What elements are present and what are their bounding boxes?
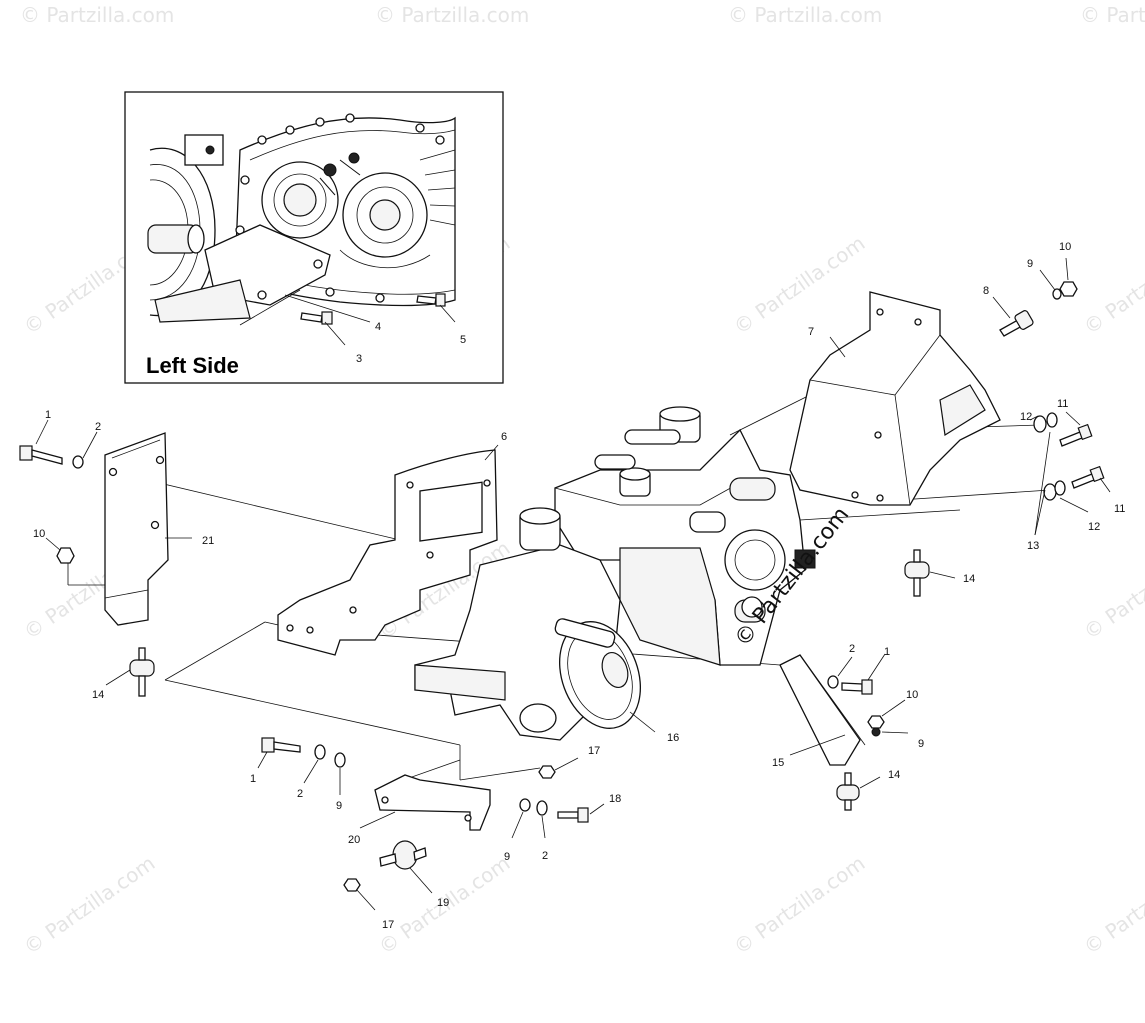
callout-12: 12 bbox=[1088, 521, 1100, 533]
callout-18: 18 bbox=[609, 793, 621, 805]
callout-10: 10 bbox=[33, 528, 45, 540]
stud-8 bbox=[999, 310, 1034, 337]
callout-4: 4 bbox=[375, 321, 381, 333]
washer-12 bbox=[1054, 480, 1066, 496]
washer-12 bbox=[1046, 412, 1058, 428]
callout-1: 1 bbox=[250, 773, 256, 785]
callout-2: 2 bbox=[297, 788, 303, 800]
part-7-bracket bbox=[789, 291, 1001, 506]
part-15-bracket bbox=[779, 654, 866, 766]
washer-12 bbox=[1033, 415, 1047, 433]
callout-14: 14 bbox=[963, 573, 975, 585]
callout-3: 3 bbox=[356, 353, 362, 365]
callout-11: 11 bbox=[1114, 503, 1125, 515]
callout-17: 17 bbox=[382, 919, 394, 931]
callout-9: 9 bbox=[1027, 258, 1033, 270]
callout-9: 9 bbox=[918, 738, 924, 750]
callout-2: 2 bbox=[95, 421, 101, 433]
nut-17 bbox=[343, 878, 361, 892]
inset-title: Left Side bbox=[146, 353, 239, 378]
bolt-1 bbox=[261, 737, 301, 753]
bolt-11 bbox=[1071, 465, 1105, 489]
callout-14: 14 bbox=[92, 689, 104, 701]
nut-10 bbox=[56, 547, 75, 564]
bolt-11 bbox=[1059, 423, 1093, 447]
mount-19 bbox=[379, 840, 427, 870]
part-6-plate bbox=[277, 449, 498, 656]
watermark: © Partzilla.com bbox=[20, 3, 174, 27]
callout-9: 9 bbox=[336, 800, 342, 812]
callout-2: 2 bbox=[849, 643, 855, 655]
watermark: © Partzilla.com bbox=[375, 3, 529, 27]
watermark: © Partzilla.com bbox=[1079, 851, 1145, 959]
callout-2: 2 bbox=[542, 850, 548, 862]
inset-bracket bbox=[154, 224, 331, 323]
inset-clutch-cover bbox=[147, 134, 224, 317]
washer-2 bbox=[314, 744, 326, 760]
watermark: © Partzilla.com bbox=[728, 3, 882, 27]
part-20-bracket bbox=[374, 774, 491, 831]
bolt-1 bbox=[19, 445, 63, 465]
part-21-plate bbox=[104, 432, 169, 626]
callout-17: 17 bbox=[588, 745, 600, 757]
callout-20: 20 bbox=[348, 834, 360, 846]
gearcase-assembly bbox=[414, 406, 816, 741]
callout-10: 10 bbox=[906, 689, 918, 701]
bolt-18 bbox=[557, 807, 589, 823]
washer-9 bbox=[1052, 288, 1062, 300]
callout-8: 8 bbox=[983, 285, 989, 297]
callout-7: 7 bbox=[808, 326, 814, 338]
bolt-1 bbox=[841, 679, 873, 695]
inset-left-side: Left Side 3 4 5 bbox=[124, 91, 504, 384]
watermark: © Partzilla.com bbox=[1079, 536, 1145, 644]
nut-17 bbox=[538, 765, 556, 779]
callout-16: 16 bbox=[667, 732, 679, 744]
watermark: © Partzilla.com bbox=[729, 851, 869, 959]
washer-2 bbox=[827, 675, 839, 689]
callout-12: 12 bbox=[1020, 411, 1032, 423]
callout-10: 10 bbox=[1059, 241, 1071, 253]
callout-11: 11 bbox=[1057, 398, 1068, 410]
callout-15: 15 bbox=[772, 757, 784, 769]
callouts: 1 2 10 21 14 6 7 8 9 10 11 12 11 12 13 1… bbox=[33, 241, 1125, 931]
callout-1: 1 bbox=[884, 646, 890, 658]
fasteners bbox=[19, 281, 1105, 892]
washer-9 bbox=[519, 798, 531, 812]
callout-6: 6 bbox=[501, 431, 507, 443]
inset-bolt-5 bbox=[416, 293, 446, 307]
watermark: © Partzilla.com bbox=[1080, 3, 1145, 27]
washer-12 bbox=[1043, 483, 1057, 501]
mount-14 bbox=[836, 772, 860, 811]
washer-2 bbox=[72, 455, 84, 469]
watermark: © Partzilla.com bbox=[729, 231, 869, 339]
nut-10 bbox=[1059, 281, 1078, 297]
callout-14: 14 bbox=[888, 769, 900, 781]
callout-21: 21 bbox=[202, 535, 214, 547]
mount-14 bbox=[129, 647, 155, 697]
callout-5: 5 bbox=[460, 334, 466, 346]
watermark: © Partzilla.com bbox=[1079, 231, 1145, 339]
callout-13: 13 bbox=[1027, 540, 1039, 552]
nut-10 bbox=[867, 715, 885, 729]
callout-19: 19 bbox=[437, 897, 449, 909]
washer-9 bbox=[334, 752, 346, 768]
watermark: © Partzilla.com bbox=[19, 851, 159, 959]
washer-9 bbox=[871, 727, 881, 737]
callout-1: 1 bbox=[45, 409, 51, 421]
callout-9: 9 bbox=[504, 851, 510, 863]
leader-lines bbox=[35, 257, 1111, 911]
washer-2 bbox=[536, 800, 548, 816]
mount-14 bbox=[904, 549, 930, 597]
